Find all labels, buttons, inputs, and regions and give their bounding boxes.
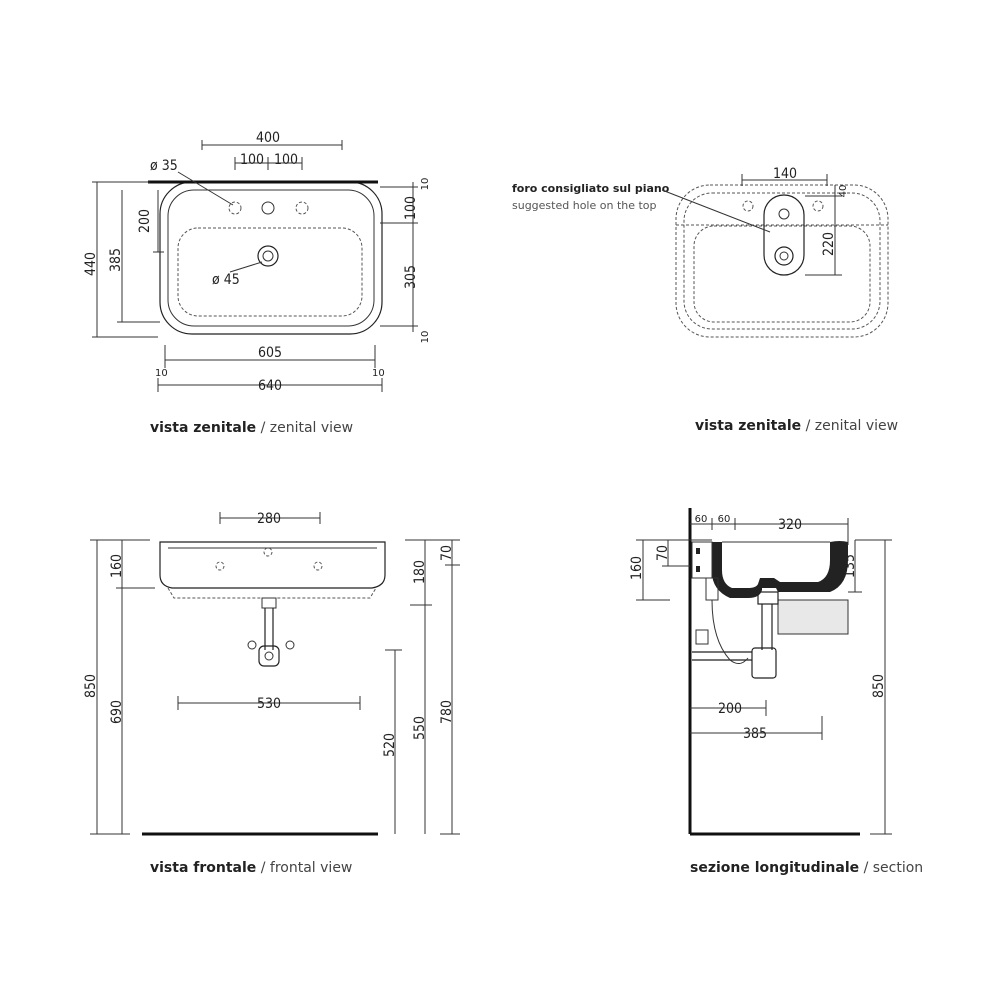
caption-zenital-right: vista zenitale / zenital view — [695, 418, 898, 434]
dim-200: 200 — [137, 209, 153, 233]
dim-10-right: 10 — [372, 368, 385, 379]
note-italian: foro consigliato sul piano — [512, 182, 670, 195]
dim-605: 605 — [258, 345, 282, 361]
dim-100-a: 100 — [240, 152, 264, 168]
faucet-hole-right — [295, 201, 309, 215]
dim-200: 200 — [718, 701, 742, 717]
faucet-hole-left — [742, 200, 754, 212]
zenital-view-left: 400 100 100 ø 35 ø 45 440 385 200 10 100… — [83, 130, 431, 436]
leader-dia-35 — [177, 171, 234, 206]
faucet-hole-left — [228, 201, 242, 215]
drain-inner — [262, 250, 274, 262]
wall-bracket — [691, 541, 713, 579]
leader-suggested-hole — [661, 189, 771, 233]
caption-zenital-left: vista zenitale / zenital view — [150, 420, 353, 436]
basin-outline-dashed-outer — [675, 184, 889, 338]
dim-305: 305 — [403, 265, 419, 289]
dim-10-top: 10 — [420, 178, 431, 191]
faucet-hole-center — [778, 208, 790, 220]
note-english: suggested hole on the top — [512, 199, 657, 212]
dim-160: 160 — [109, 554, 125, 578]
dim-385: 385 — [743, 726, 767, 742]
countertop-block — [777, 599, 849, 635]
faucet-hole-center — [261, 201, 275, 215]
dim-70: 70 — [655, 545, 671, 561]
siphon-body — [751, 647, 777, 679]
dim-100-right: 100 — [403, 196, 419, 220]
basin-bottom-dashed — [167, 587, 377, 599]
dim-10-bottom: 10 — [420, 331, 431, 344]
dim-40: 40 — [838, 185, 849, 198]
faucet-hole-right — [812, 200, 824, 212]
dim-60-a: 60 — [695, 514, 708, 525]
basin-front-outline — [159, 541, 386, 589]
caption-section: sezione longitudinale / section — [690, 860, 923, 876]
dim-220: 220 — [821, 232, 837, 256]
drain-inner — [779, 251, 789, 261]
dim-400: 400 — [256, 130, 280, 146]
dim-160: 160 — [629, 556, 645, 580]
leader-dia-45 — [229, 261, 263, 273]
basin-outline-dashed-mid — [683, 192, 881, 330]
dim-640: 640 — [258, 378, 282, 394]
dim-10-left: 10 — [155, 368, 168, 379]
basin-outer-outline — [159, 181, 383, 335]
siphon-body — [258, 645, 280, 667]
dim-180: 180 — [412, 560, 428, 584]
drain-outer — [257, 245, 279, 267]
drain-fitting — [757, 591, 779, 605]
dim-135: 135 — [842, 554, 858, 578]
suggested-hole-slot — [763, 194, 805, 276]
hose — [711, 599, 749, 664]
valve-left — [247, 640, 257, 650]
basin-section-shell — [712, 541, 848, 598]
siphon-top — [261, 597, 277, 609]
dim-385: 385 — [108, 248, 124, 272]
dim-dia-45: ø 45 — [212, 272, 240, 288]
dim-690: 690 — [109, 700, 125, 724]
zenital-view-right: 140 40 220 foro consigliato sul piano su… — [512, 166, 898, 434]
dim-280: 280 — [257, 511, 281, 527]
dim-140: 140 — [773, 166, 797, 182]
dim-100-b: 100 — [274, 152, 298, 168]
dim-780: 780 — [439, 700, 455, 724]
dim-440: 440 — [83, 252, 99, 276]
drain-outer — [774, 246, 794, 266]
basin-bowl-dashed — [177, 227, 363, 317]
dim-520: 520 — [382, 733, 398, 757]
section-view: 60 60 320 160 70 135 200 385 850 sezione… — [629, 508, 923, 876]
basin-bowl-dashed — [693, 225, 871, 323]
dim-850: 850 — [83, 674, 99, 698]
dim-dia-35: ø 35 — [150, 158, 178, 174]
valve-right — [285, 640, 295, 650]
dim-70: 70 — [439, 545, 455, 561]
dim-60-b: 60 — [718, 514, 731, 525]
frontal-view: 280 850 160 690 530 520 180 550 70 780 v… — [83, 511, 460, 876]
dim-850: 850 — [871, 674, 887, 698]
dim-320: 320 — [778, 517, 802, 533]
dim-530: 530 — [257, 696, 281, 712]
caption-frontal: vista frontale / frontal view — [150, 860, 352, 876]
dim-550: 550 — [412, 716, 428, 740]
basin-inner-outline — [167, 189, 375, 327]
